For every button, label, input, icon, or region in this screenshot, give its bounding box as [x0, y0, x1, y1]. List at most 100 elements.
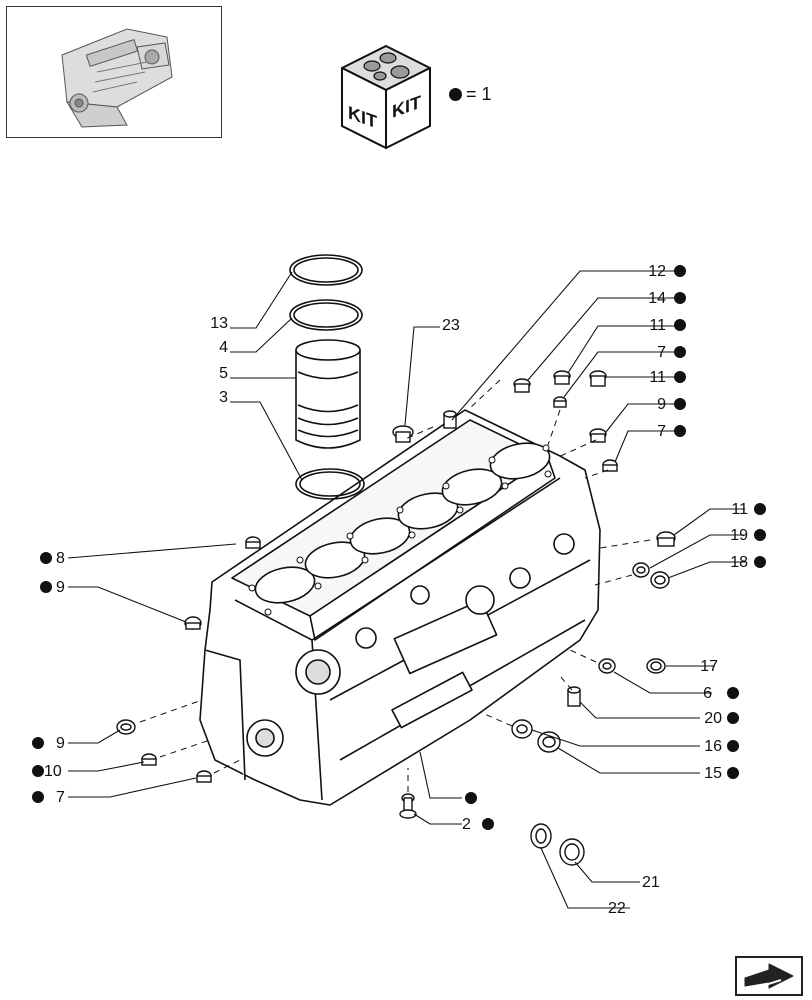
kit-dot-icon [465, 792, 477, 804]
kit-dot-icon [32, 791, 44, 803]
callout-7-24: 7 [32, 789, 65, 806]
callout-label: 20 [704, 710, 722, 727]
callout-label: 10 [44, 763, 62, 780]
liner-seal-ring-3 [295, 468, 365, 500]
liner-seal-ring-4 [289, 299, 363, 331]
callout-13-0: 13 [210, 315, 228, 332]
callout-7-8: 7 [657, 344, 686, 361]
plug-8 [245, 536, 261, 549]
callout-label: 23 [442, 317, 460, 334]
callout-label: 11 [649, 369, 666, 386]
kit-box-icon: KIT KIT [341, 45, 431, 149]
callout-9-22: 9 [32, 735, 65, 752]
callout-label: 14 [648, 290, 666, 307]
callout-19-13: 19 [730, 527, 766, 544]
dowel-7-top [553, 396, 567, 408]
engine-thumbnail-icon [61, 28, 173, 128]
plug-21 [559, 838, 585, 866]
plug-23 [392, 425, 414, 443]
callout-label: 8 [56, 550, 65, 567]
washer-16 [511, 719, 533, 739]
kit-dot-icon [727, 712, 739, 724]
callout-11-7: 11 [649, 317, 686, 334]
kit-legend: = 1 [449, 84, 492, 105]
callout-14-6: 14 [648, 290, 686, 307]
dowel-20 [567, 686, 581, 707]
callout-18-14: 18 [730, 554, 766, 571]
callout-2-26: 2 [462, 816, 494, 833]
callout-label: 7 [657, 344, 666, 361]
cylinder-liner-5 [295, 339, 361, 449]
next-page-arrow-icon[interactable] [735, 956, 803, 996]
callout-9-10: 9 [657, 396, 686, 413]
kit-dot-icon [40, 581, 52, 593]
callout-label: 11 [731, 501, 748, 518]
plug-18 [650, 571, 670, 589]
kit-dot-icon [674, 319, 686, 331]
callout-label: 12 [648, 263, 666, 280]
plug-17 [646, 658, 666, 674]
kit-dot-icon [674, 425, 686, 437]
callout-label: 9 [657, 396, 666, 413]
callout-9-21: 9 [40, 579, 65, 596]
plug-9-left [184, 616, 202, 630]
callout-12-5: 12 [648, 263, 686, 280]
kit-dot-icon [482, 818, 494, 830]
kit-dot-icon [727, 687, 739, 699]
callout-4-1: 4 [219, 339, 228, 356]
dowel-12 [443, 410, 457, 429]
kit-dot-icon [674, 292, 686, 304]
callout-label: 18 [730, 554, 748, 571]
callout-dot-25 [465, 792, 477, 804]
callout-23-4: 23 [442, 317, 460, 334]
kit-dot-icon [674, 398, 686, 410]
callout-label: 19 [730, 527, 748, 544]
callout-label: 17 [700, 658, 718, 675]
kit-dot-icon [40, 552, 52, 564]
callout-5-2: 5 [219, 365, 228, 382]
kit-legend-text: = 1 [466, 84, 492, 104]
liner-seal-ring-13 [289, 254, 363, 286]
callout-label: 3 [219, 389, 228, 406]
kit-dot-icon [754, 503, 766, 515]
callout-label: 13 [210, 315, 228, 332]
callout-17-15: 17 [700, 658, 718, 675]
plug-9-right [589, 428, 607, 443]
plug-11-top [553, 370, 571, 385]
callout-label: 15 [704, 765, 722, 782]
callout-label: 7 [56, 789, 65, 806]
callout-label: 2 [462, 816, 471, 833]
callout-10-23: 10 [32, 763, 62, 780]
kit-dot-icon [754, 529, 766, 541]
kit-dot-icon [754, 556, 766, 568]
dowel-7-right [602, 459, 618, 472]
cylinder-bores [254, 442, 551, 604]
callout-label: 7 [657, 423, 666, 440]
kit-dot-icon [674, 265, 686, 277]
callout-21-27: 21 [642, 874, 660, 891]
kit-dot-icon [727, 767, 739, 779]
plug-14 [513, 378, 531, 393]
kit-dot-icon [32, 765, 44, 777]
callout-22-28: 22 [608, 900, 626, 917]
washer-19 [632, 562, 650, 578]
ring-6 [598, 658, 616, 674]
callout-7-11: 7 [657, 423, 686, 440]
bolt-2 [399, 793, 417, 819]
callout-label: 9 [56, 735, 65, 752]
callout-3-3: 3 [219, 389, 228, 406]
callout-label: 4 [219, 339, 228, 356]
plug-15 [537, 731, 561, 753]
kit-dot-icon [32, 737, 44, 749]
plug-9-low [116, 719, 136, 735]
callout-label: 22 [608, 900, 626, 917]
dowel-7-low [196, 770, 212, 783]
dowel-10 [141, 753, 157, 766]
callout-6-16: 6 [703, 685, 739, 702]
kit-dot-icon [449, 88, 462, 101]
callout-label: 21 [642, 874, 660, 891]
callout-8-20: 8 [40, 550, 65, 567]
callout-16-18: 16 [704, 738, 739, 755]
callout-11-12: 11 [731, 501, 766, 518]
